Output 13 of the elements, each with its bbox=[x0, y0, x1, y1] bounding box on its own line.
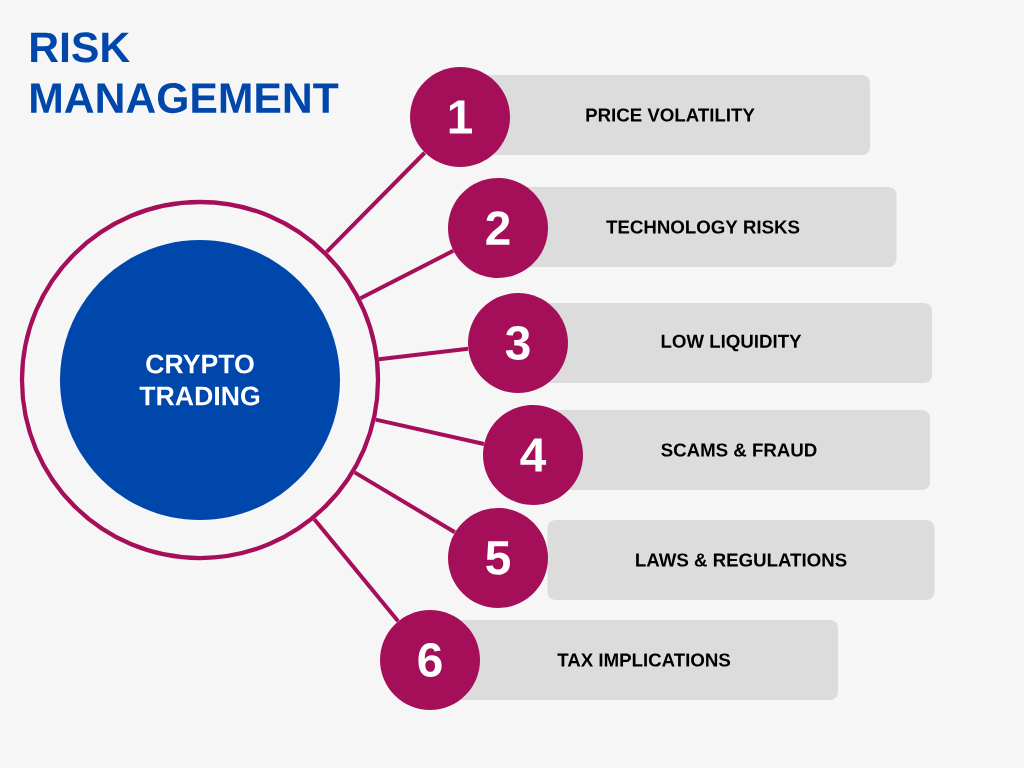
risk-bar: SCAMS & FRAUD bbox=[548, 410, 930, 490]
connector-line bbox=[359, 249, 455, 300]
connector-line bbox=[378, 346, 469, 362]
risk-bar: LAWS & REGULATIONS bbox=[547, 520, 935, 600]
connector-line bbox=[312, 517, 400, 623]
risk-bar: TECHNOLOGY RISKS bbox=[509, 187, 897, 267]
ring-circle bbox=[19, 199, 381, 561]
title: RISK MANAGEMENT bbox=[31, 32, 339, 114]
connector-line bbox=[325, 151, 427, 254]
connector-line bbox=[353, 470, 456, 534]
connector-line bbox=[375, 417, 485, 446]
risk-bar: TAX IMPLICATIONS bbox=[450, 620, 838, 700]
risk-bar: LOW LIQUIDITY bbox=[530, 303, 932, 383]
